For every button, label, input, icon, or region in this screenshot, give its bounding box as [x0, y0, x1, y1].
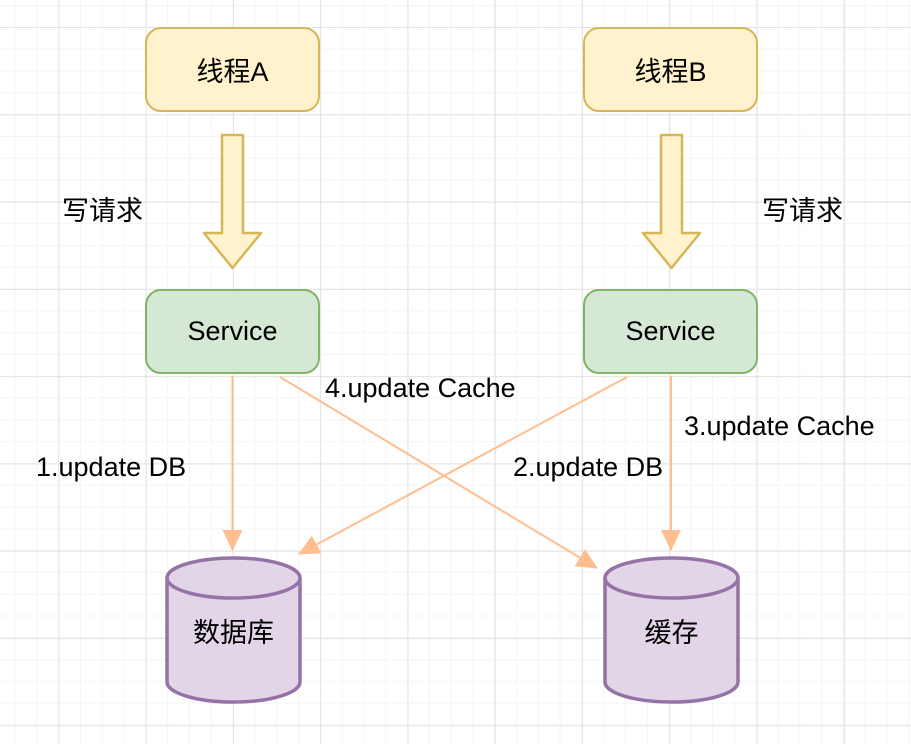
node-cache-label: 缓存 [644, 617, 699, 648]
node-database-label: 数据库 [193, 617, 274, 648]
block-arrow-thread-b [641, 133, 702, 270]
node-service-right-label: Service [625, 316, 716, 346]
edge-label-step1-update-db: 1.update DB [36, 452, 187, 482]
node-service-right: Service [583, 289, 758, 374]
node-service-left: Service [145, 289, 320, 374]
edge-label-write-request-right: 写请求 [762, 196, 843, 226]
node-thread-b-label: 线程B [634, 57, 707, 87]
node-thread-a: 线程A [145, 27, 320, 112]
node-thread-b: 线程B [583, 27, 758, 112]
edge-label-write-request-left: 写请求 [62, 196, 143, 226]
edge-label-step3-update-cache: 3.update Cache [684, 411, 875, 441]
edge-label-step2-update-db: 2.update DB [513, 452, 664, 482]
block-arrow-thread-a [202, 133, 263, 270]
node-thread-a-label: 线程A [196, 57, 269, 87]
node-service-left-label: Service [187, 316, 278, 346]
edge-label-step4-update-cache: 4.update Cache [325, 373, 516, 403]
